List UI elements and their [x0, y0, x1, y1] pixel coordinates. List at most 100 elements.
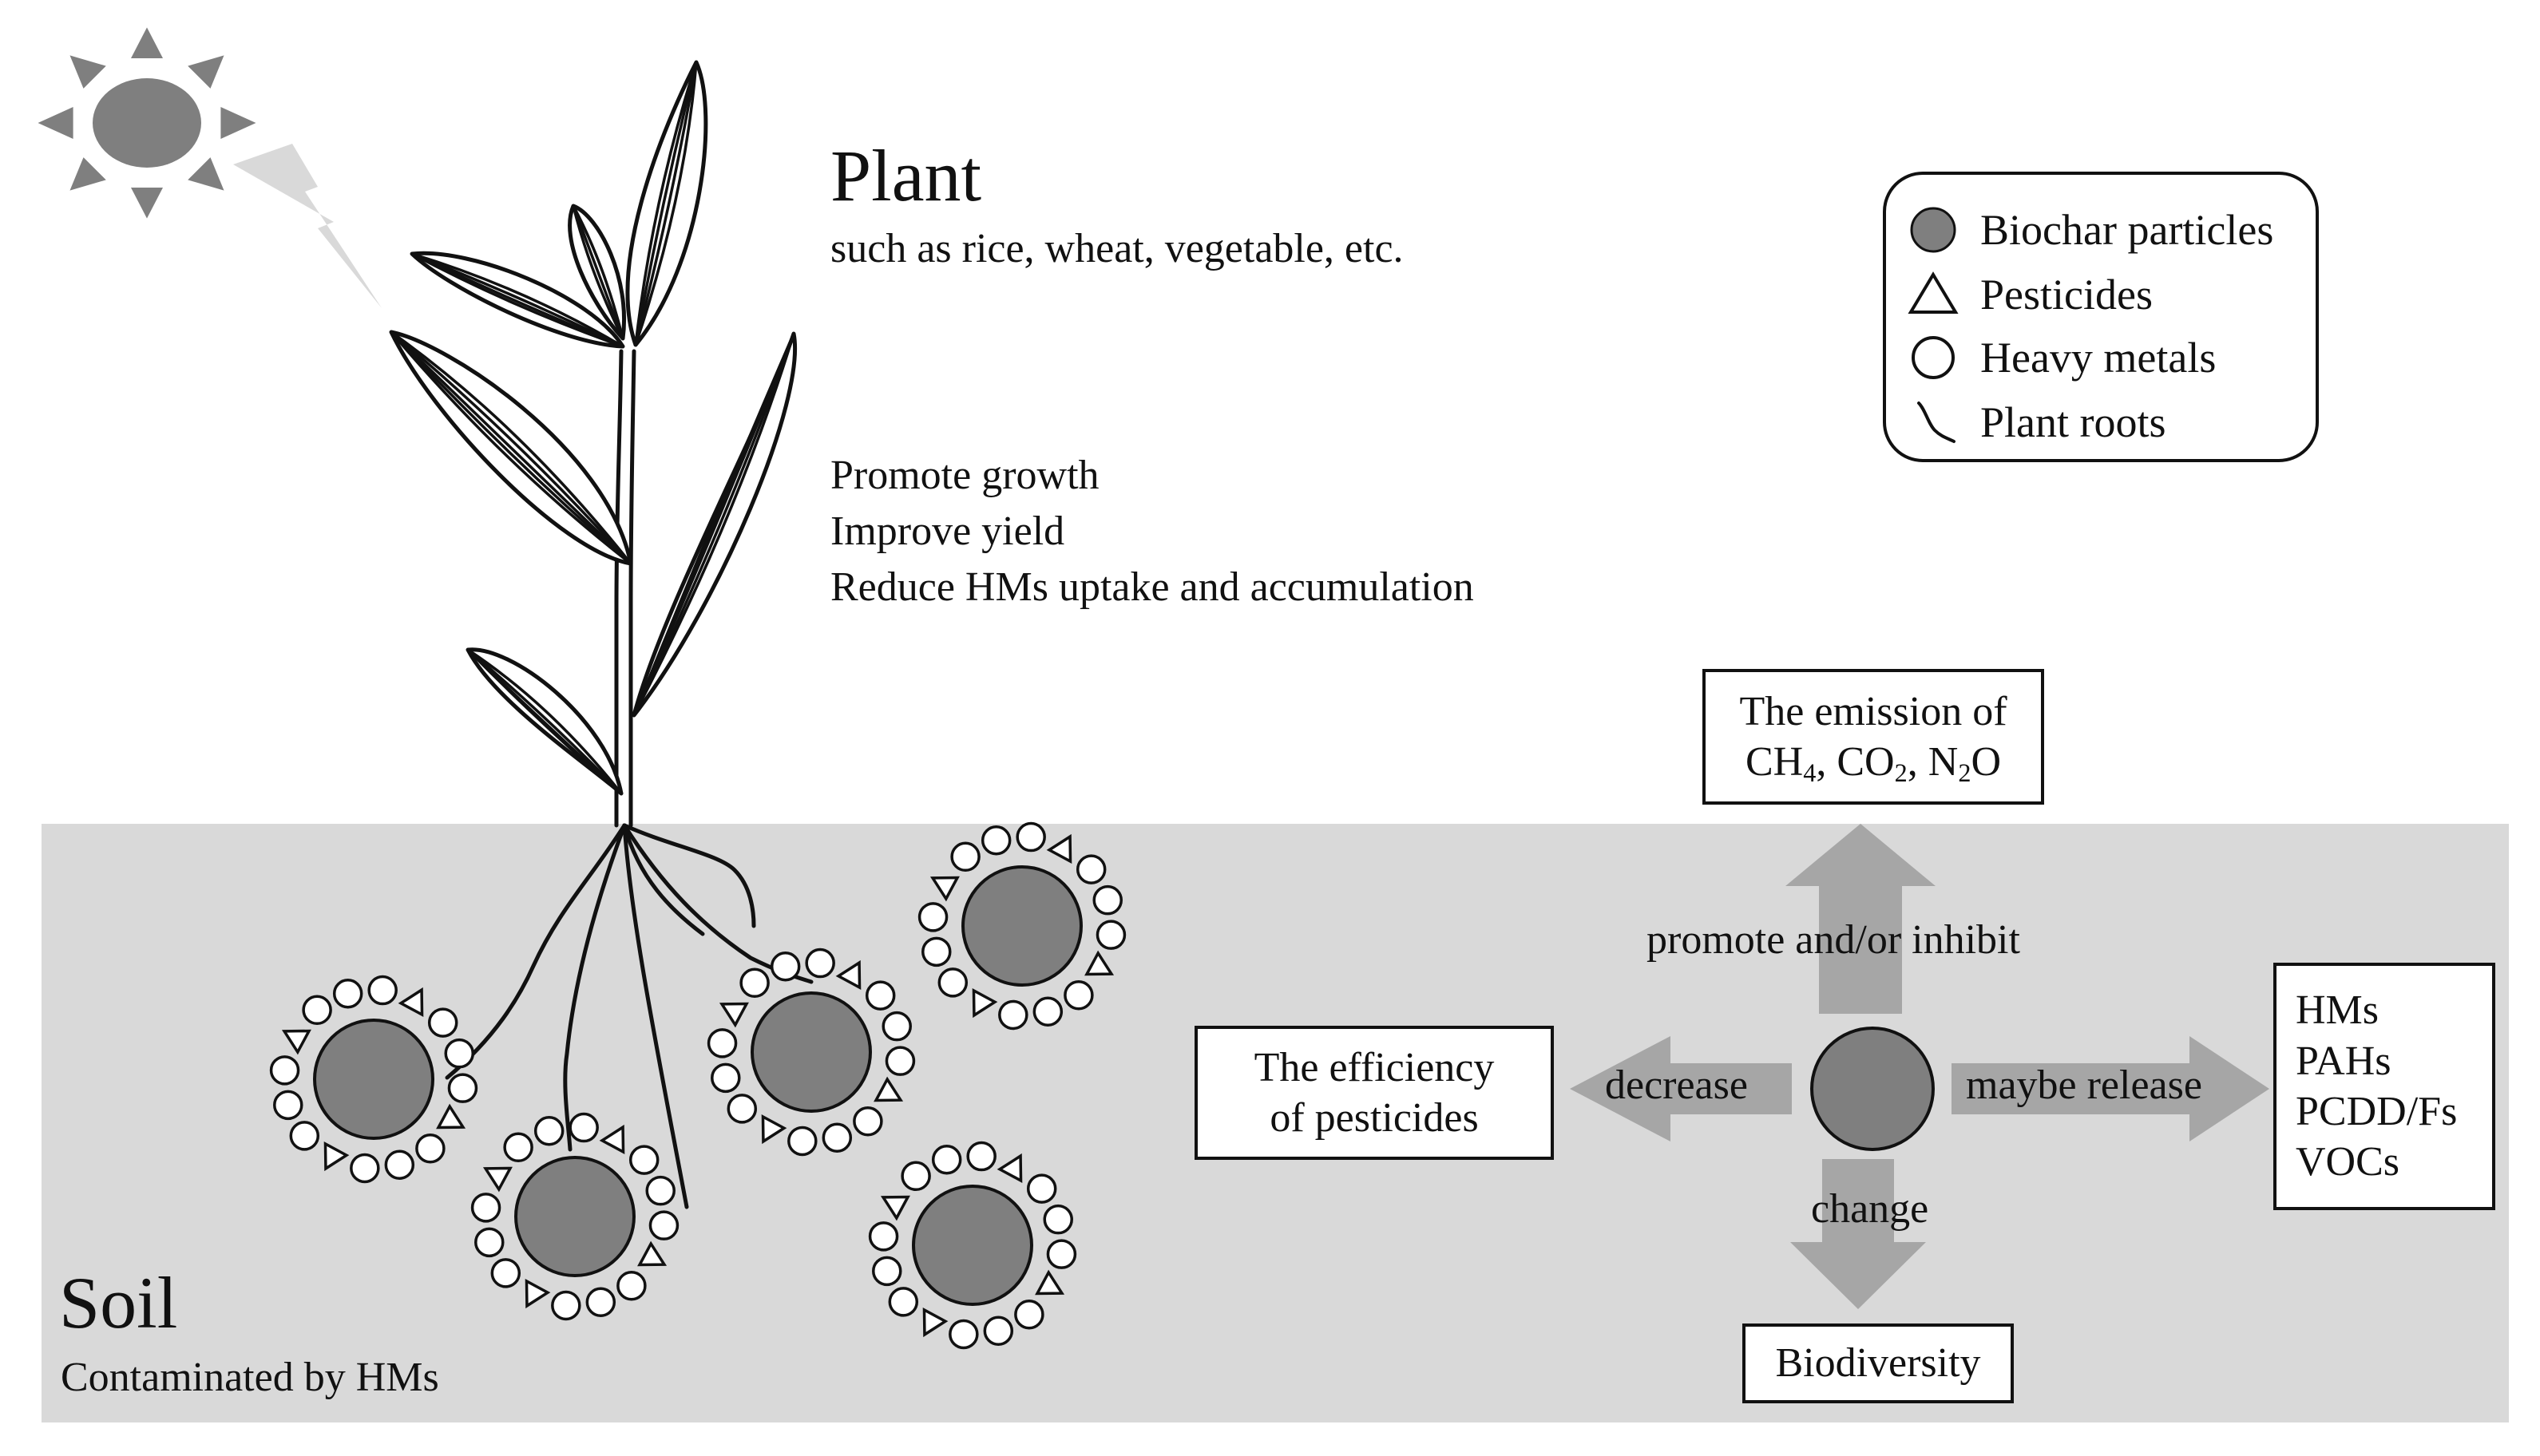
pesticide-triangle: [761, 1114, 787, 1145]
leaf-mid-left-vein: [390, 330, 632, 565]
sunlight-bolt-icon: [233, 144, 382, 308]
heavy-metal-circle: [269, 1055, 300, 1086]
pesticide-triangle: [1084, 950, 1115, 976]
legend: Biochar particles Pesticides Heavy metal…: [1883, 172, 2319, 462]
biodiversity-box: Biodiversity: [1742, 1323, 2014, 1403]
pesticide-triangle: [1046, 833, 1072, 864]
heavy-metal-circle: [503, 1132, 533, 1163]
heavy-metal-circle: [770, 952, 801, 982]
sun-ray: [69, 55, 106, 89]
plant-root: [622, 823, 705, 936]
pesticide-triangle: [525, 1279, 551, 1309]
release-item-pahs: PAHs: [2296, 1038, 2391, 1084]
heavy-metal-circle: [289, 1121, 320, 1151]
heavy-metal-circle: [885, 1046, 916, 1076]
filled-circle-icon: [1905, 204, 1961, 255]
legend-label-biochar: Biochar particles: [1980, 206, 2274, 254]
heavy-metal-circle: [1046, 1239, 1077, 1269]
heavy-metal-circle: [444, 1038, 474, 1069]
sun-icon: [38, 27, 256, 219]
heavy-metal-circle: [966, 1141, 997, 1172]
heavy-metal-circle: [949, 1319, 979, 1350]
pesticide-triangle: [482, 1166, 513, 1193]
pesticide-triangle: [1035, 1269, 1065, 1296]
triangle-icon: [1905, 269, 1961, 320]
arrow-up: [1785, 824, 1936, 1014]
leaf-small-top: [568, 204, 626, 341]
leaf-low-left-vein: [466, 648, 623, 795]
leaf-mid-right-vein: [632, 332, 795, 717]
pesticide-triangle: [997, 1153, 1023, 1183]
leaf-upper-left-vein: [410, 252, 624, 348]
heavy-metal-circle: [865, 980, 896, 1011]
heavy-metal-circle: [707, 1028, 738, 1058]
release-item-vocs: VOCs: [2296, 1139, 2400, 1185]
central-biochar-particle: [1810, 1027, 1935, 1151]
leaf-small-top-vein: [572, 204, 624, 340]
leaf-mid-left-vein: [390, 330, 632, 565]
biodiversity-label: Biodiversity: [1775, 1340, 1981, 1387]
release-box: HMs PAHs PCDD/Fs VOCs: [2273, 963, 2495, 1210]
emission-line-1: The emission of: [1739, 688, 2007, 734]
heavy-metal-circle: [917, 902, 949, 932]
pesticide-triangle: [835, 959, 862, 990]
heavy-metal-circle: [981, 825, 1012, 856]
leaf-small-top-vein: [572, 204, 624, 340]
pesticide-triangle: [874, 1076, 904, 1102]
open-circle-icon: [1905, 332, 1961, 383]
root-curve-icon: [1905, 397, 1961, 448]
leaf-mid-right-vein: [632, 332, 795, 717]
promote-inhibit-label: promote and/or inhibit: [1646, 917, 2020, 963]
biochar-particle: [313, 1019, 434, 1140]
legend-item-pesticides: Pesticides: [1905, 269, 2153, 320]
leaf-top-vein: [634, 61, 698, 346]
sun-ray: [131, 187, 163, 219]
heavy-metal-circle: [1076, 854, 1107, 884]
sun-ray: [220, 107, 256, 139]
biochar-cluster-2: [470, 1112, 680, 1321]
heavy-metal-circle: [1016, 821, 1046, 853]
heavy-metal-circle: [551, 1290, 581, 1321]
heavy-metal-circle: [302, 995, 332, 1026]
leaf-top: [625, 60, 708, 347]
heavy-metal-circle: [998, 999, 1028, 1031]
arrow-right: [1952, 1036, 2269, 1141]
change-label: change: [1811, 1186, 1929, 1232]
biochar-cluster-3: [707, 948, 916, 1157]
leaf-mid-left-vein: [390, 330, 632, 565]
heavy-metal-circle: [1014, 1299, 1044, 1330]
heavy-metal-circle: [447, 1073, 478, 1103]
sun-ray: [69, 157, 106, 191]
heavy-metal-circle: [1064, 979, 1094, 1011]
heavy-metal-circle: [805, 948, 835, 979]
heavy-metal-circle: [1096, 920, 1127, 950]
legend-label-heavy-metals: Heavy metals: [1980, 334, 2217, 382]
pesticide-triangle: [922, 1308, 949, 1338]
leaf-top-vein: [634, 61, 698, 346]
leaf-mid-right-vein: [632, 332, 795, 717]
heavy-metal-circle: [332, 979, 363, 1009]
heavy-metal-circle: [1043, 1204, 1073, 1235]
leaf-mid-right: [632, 331, 797, 718]
plant-stem-right: [628, 349, 636, 828]
heavy-metal-circle: [822, 1122, 853, 1153]
heavy-metal-circle: [983, 1316, 1014, 1346]
heavy-metal-circle: [350, 1153, 380, 1184]
emission-line-2: CH4, CO2, N2O: [1746, 739, 2001, 788]
effect-arrows: [1570, 824, 2269, 1309]
heavy-metal-circle: [1026, 1173, 1057, 1204]
biochar-particle: [961, 865, 1083, 987]
heavy-metal-circle: [490, 1258, 521, 1288]
heavy-metal-circle: [427, 1007, 458, 1038]
leaf-upper-left-vein: [410, 252, 624, 348]
heavy-metal-circle: [872, 1256, 902, 1287]
plant-root: [445, 823, 627, 1080]
heavy-metal-circle: [937, 967, 969, 998]
plant-effect-growth: Promote growth: [830, 453, 1100, 498]
leaf-top-vein: [634, 61, 698, 346]
pesticide-box-line-1: The efficiency: [1254, 1044, 1495, 1090]
heavy-metal-circle: [648, 1210, 680, 1240]
leaf-low-left: [466, 647, 624, 796]
arrow-left: [1570, 1036, 1792, 1141]
